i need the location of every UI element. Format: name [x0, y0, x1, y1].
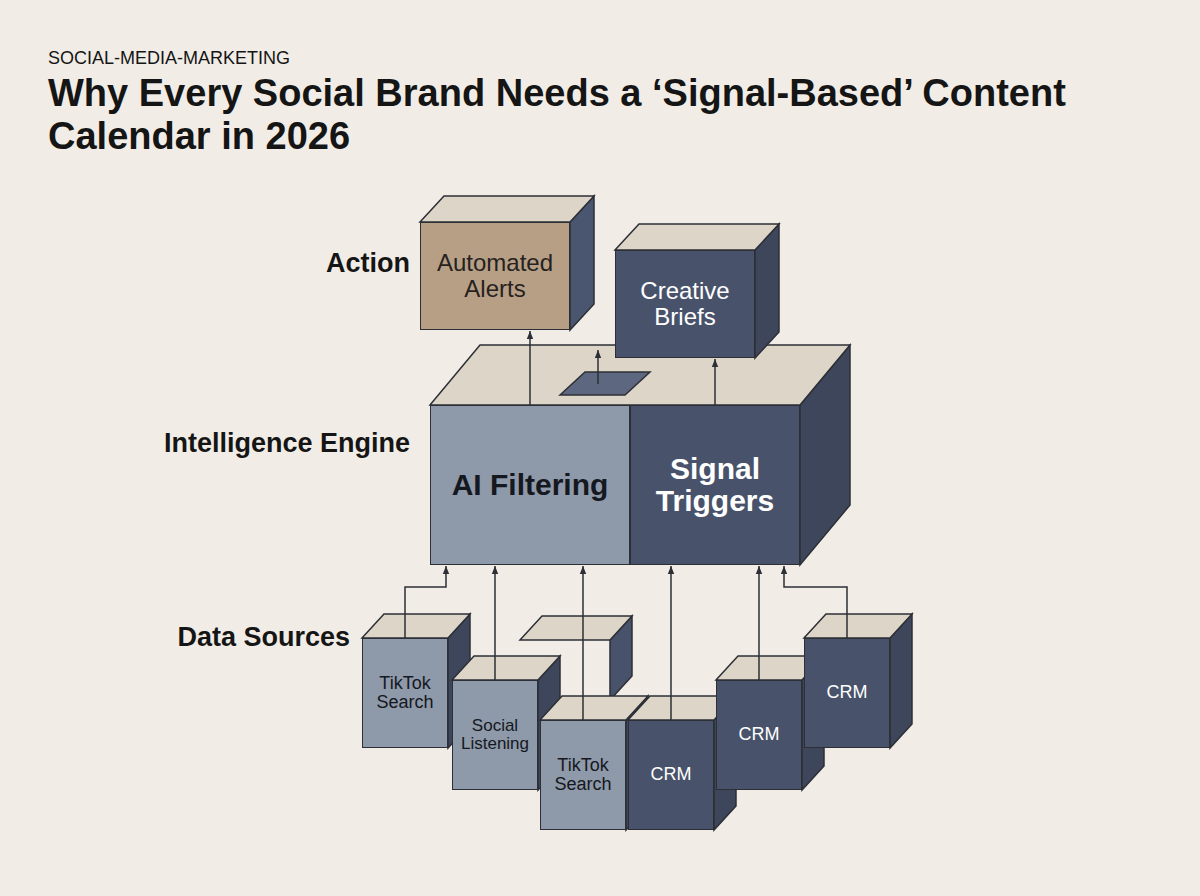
node-text: Signal Triggers: [631, 453, 799, 518]
node-text: Social Listening: [453, 717, 537, 754]
source-cube: CRM: [804, 638, 890, 748]
tier-label: Intelligence Engine: [150, 428, 410, 458]
node-text: CRM: [735, 725, 784, 744]
source-cube: TikTok Search: [540, 720, 626, 830]
action-box: Automated Alerts: [420, 222, 570, 330]
node-text: Creative Briefs: [616, 278, 754, 330]
flow-arrow: [714, 359, 716, 405]
flow-arrow: [758, 566, 760, 680]
engine-hole: [560, 372, 650, 395]
engine-face: AI Filtering: [430, 405, 630, 565]
cube-top: [615, 224, 779, 250]
flow-arrow: [494, 566, 496, 680]
flow-arrow: [784, 566, 847, 638]
node-text: AI Filtering: [448, 469, 613, 501]
flow-arrow: [405, 566, 446, 638]
cube-top: [452, 656, 560, 680]
flow-arrow: [529, 331, 531, 405]
action-box: Creative Briefs: [615, 250, 755, 358]
node-text: TikTok Search: [541, 756, 625, 795]
cube-top: [362, 614, 470, 638]
tier-label: Action: [200, 248, 410, 278]
source-cube: TikTok Search: [362, 638, 448, 748]
cube-top: [420, 196, 594, 222]
category-label: SOCIAL-MEDIA-MARKETING: [48, 48, 648, 68]
title: Why Every Social Brand Needs a ‘Signal-B…: [48, 72, 1128, 157]
cube-top: [804, 614, 912, 638]
flow-arrow: [597, 350, 599, 384]
flow-arrow: [582, 566, 584, 720]
flow-arrow: [670, 566, 672, 720]
cube-top: [520, 616, 632, 640]
node-text: TikTok Search: [363, 674, 447, 713]
node-text: CRM: [823, 683, 872, 702]
source-cube: CRM: [628, 720, 714, 830]
source-cube: CRM: [716, 680, 802, 790]
node-text: Automated Alerts: [421, 250, 569, 302]
node-text: CRM: [647, 765, 696, 784]
engine-face: Signal Triggers: [630, 405, 800, 565]
tier-label: Data Sources: [150, 622, 350, 652]
source-cube: Social Listening: [452, 680, 538, 790]
